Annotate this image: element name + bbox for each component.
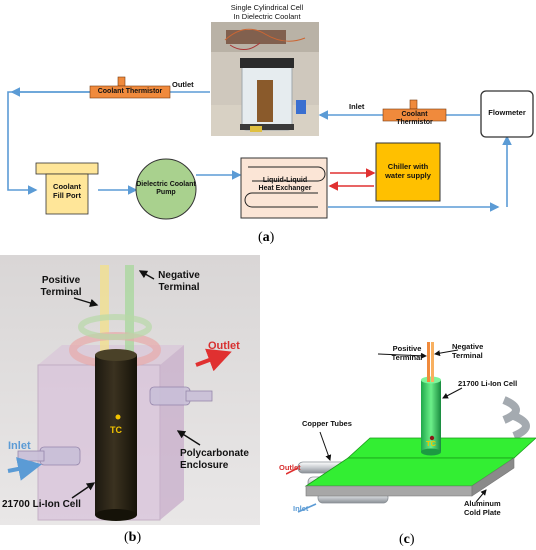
- schematic-diagram: [7, 22, 534, 220]
- caption-a: (a): [258, 230, 275, 245]
- pump-circle: [135, 158, 197, 220]
- panel-c-illustration: [286, 342, 536, 513]
- panel-b-illustration: [0, 255, 260, 525]
- heat-exchanger-label: Liquid-Liquid Heat Exchanger: [258, 177, 312, 193]
- cell-photo: [211, 22, 319, 136]
- chiller-label: Chiller with water supply: [385, 162, 431, 180]
- negative-terminal-label-b: Negative Terminal: [158, 270, 200, 293]
- inlet-label-a: Inlet: [349, 102, 365, 111]
- fill-port: [35, 162, 99, 215]
- cell-label-c: 21700 Li-Ion Cell: [458, 379, 518, 388]
- outlet-label-b: Outlet: [208, 340, 240, 352]
- coolant-thermistor-left-label: Coolant Thermistor: [97, 88, 163, 95]
- coolant-thermistor-left: [89, 76, 171, 99]
- cold-plate-label: Aluminum Cold Plate: [464, 499, 501, 517]
- flow-lines: [7, 87, 512, 212]
- tc-label-c: TC: [426, 439, 436, 448]
- negative-terminal-label-c: Negative Terminal: [452, 342, 484, 360]
- coolant-thermistor-right-label: Coolant Thermistor: [396, 111, 433, 127]
- coolant-thermistor-right: [382, 99, 447, 122]
- positive-terminal-label-b: Positive Terminal: [40, 275, 82, 298]
- caption-b: (b): [124, 530, 142, 545]
- heat-exchanger: [240, 157, 328, 219]
- flowmeter-label: Flowmeter: [488, 108, 526, 117]
- photo-caption: Single Cylindrical Cell In Dielectric Co…: [230, 3, 304, 21]
- fill-port-label: Coolant Fill Port: [53, 182, 81, 200]
- copper-tubes-label: Copper Tubes: [302, 419, 352, 428]
- tc-label-b: TC: [110, 425, 122, 435]
- outlet-label-a: Outlet: [172, 80, 194, 89]
- caption-c: (c): [399, 532, 415, 547]
- enclosure-label: Polycarbonate Enclosure: [180, 448, 249, 471]
- inlet-label-b: Inlet: [8, 440, 31, 452]
- outlet-label-c: Outlet: [279, 463, 301, 472]
- chiller-box: [375, 142, 441, 202]
- inlet-label-c: Inlet: [293, 504, 309, 513]
- flowmeter-box: [480, 90, 534, 138]
- pump-label: Dielectric Coolant Pump: [136, 181, 196, 197]
- cell-label-b: 21700 Li-Ion Cell: [2, 499, 81, 510]
- positive-terminal-label-c: Positive Terminal: [391, 344, 423, 362]
- red-arrows: [328, 168, 376, 191]
